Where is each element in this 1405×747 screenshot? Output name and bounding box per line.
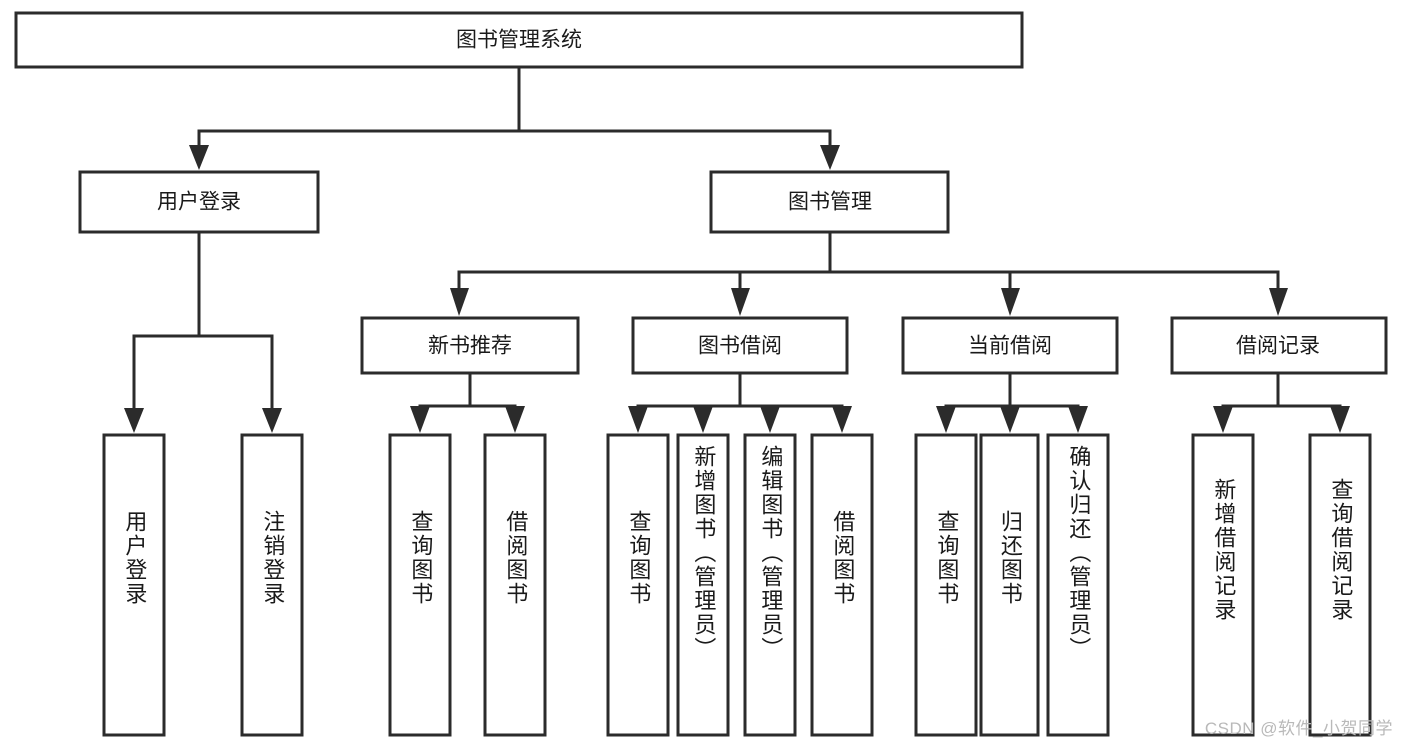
node-book-management-label: 图书管理 bbox=[788, 191, 872, 214]
arrow-head-icon bbox=[450, 288, 469, 316]
node-borrow-records-label: 借阅记录 bbox=[1236, 335, 1320, 358]
connector-login-to-leaves bbox=[124, 232, 282, 433]
arrow-head-icon bbox=[1269, 288, 1288, 316]
arrow-head-icon bbox=[832, 406, 852, 433]
node-book-borrow[interactable]: 图书借阅 bbox=[631, 316, 849, 375]
node-user-login-label: 用户登录 bbox=[157, 191, 241, 214]
connector-newbooks-to-leaves bbox=[410, 373, 525, 433]
leaf-box[interactable] bbox=[743, 433, 797, 737]
node-user-login[interactable]: 用户登录 bbox=[78, 170, 320, 234]
arrow-head-icon bbox=[1000, 406, 1020, 433]
node-new-book-recommend-label: 新书推荐 bbox=[428, 335, 512, 358]
leaf-box[interactable] bbox=[979, 433, 1040, 737]
node-current-borrow[interactable]: 当前借阅 bbox=[901, 316, 1119, 375]
connector-borrow-to-leaves bbox=[628, 373, 852, 433]
arrow-head-icon bbox=[1213, 406, 1233, 433]
node-book-borrow-label: 图书借阅 bbox=[698, 335, 782, 358]
node-root[interactable]: 图书管理系统 bbox=[14, 11, 1024, 69]
arrow-head-icon bbox=[1330, 406, 1350, 433]
leaf-box[interactable] bbox=[1046, 433, 1110, 737]
connector-root-to-level2 bbox=[189, 67, 840, 170]
leaf-box[interactable] bbox=[240, 433, 304, 737]
watermark: CSDN @软件_小贺同学 bbox=[1204, 719, 1393, 738]
arrow-head-icon bbox=[820, 145, 840, 170]
arrow-head-icon bbox=[1068, 406, 1088, 433]
arrow-head-icon bbox=[262, 408, 282, 433]
arrow-head-icon bbox=[1001, 288, 1020, 316]
leaf-box[interactable] bbox=[1308, 433, 1372, 737]
leaf-box[interactable] bbox=[1191, 433, 1255, 737]
arrow-head-icon bbox=[410, 406, 430, 433]
leaf-box[interactable] bbox=[810, 433, 874, 737]
leaf-box[interactable] bbox=[606, 433, 670, 737]
leaf-box[interactable] bbox=[483, 433, 547, 737]
leaf-box[interactable] bbox=[388, 433, 452, 737]
arrow-head-icon bbox=[628, 406, 648, 433]
leaf-box[interactable] bbox=[102, 433, 166, 737]
connector-books-to-level3 bbox=[450, 232, 1288, 316]
arrow-head-icon bbox=[505, 406, 525, 433]
arrow-head-icon bbox=[731, 288, 750, 316]
leaf-box[interactable] bbox=[914, 433, 978, 737]
arrow-head-icon bbox=[760, 406, 780, 433]
node-current-borrow-label: 当前借阅 bbox=[968, 335, 1052, 358]
arrow-head-icon bbox=[189, 145, 209, 170]
connector-current-to-leaves bbox=[936, 373, 1088, 433]
leaf-box[interactable] bbox=[676, 433, 730, 737]
node-book-management[interactable]: 图书管理 bbox=[709, 170, 950, 234]
connector-records-to-leaves bbox=[1213, 373, 1350, 433]
arrow-head-icon bbox=[936, 406, 956, 433]
arrow-head-icon bbox=[124, 408, 144, 433]
node-new-book-recommend[interactable]: 新书推荐 bbox=[360, 316, 580, 375]
leaf-boxes bbox=[102, 433, 1372, 737]
node-borrow-records[interactable]: 借阅记录 bbox=[1170, 316, 1388, 375]
arrow-head-icon bbox=[693, 406, 713, 433]
node-root-label: 图书管理系统 bbox=[456, 29, 582, 52]
